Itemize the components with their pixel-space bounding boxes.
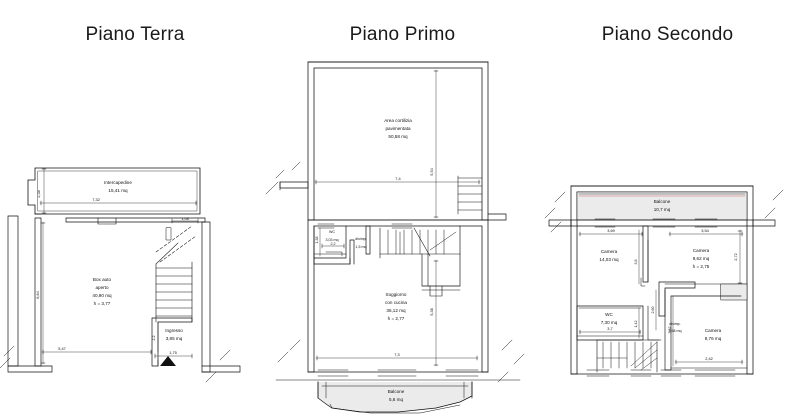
room-label-box-auto-name2: aperto: [95, 285, 108, 290]
room-label-ingresso-name: Ingresso: [165, 328, 183, 333]
room-label-area-cortilizia-name2: pavimentata: [385, 126, 410, 131]
plan-piano-primo: Piano Primo: [270, 0, 535, 420]
dimension-label-22-wc: 2,2: [331, 242, 336, 246]
room-label-intercapedine-name: Intercapedine: [104, 180, 132, 185]
room-label-intercapedine-area: 15,41 mq: [108, 188, 128, 193]
dimension-label-175: 1,75: [169, 350, 177, 355]
dimension-label-272: 2,72: [733, 253, 738, 261]
dimension-label-538: 5,38: [429, 308, 434, 316]
dimension-label-38: 3,8: [634, 260, 638, 265]
room-label-camera-1403-area: 14,03 mq: [599, 257, 619, 262]
room-label-area-cortilizia-name: Area cortilizia: [384, 118, 412, 123]
dimension-label-74: 7,4: [395, 176, 401, 181]
room-label-box-auto-height: h = 3,77: [94, 301, 111, 306]
room-label-camera-962-name: Camera: [693, 248, 710, 253]
dimension-label-238: 2,38: [36, 190, 41, 198]
room-label-camera-962-height: h = 2,75: [693, 264, 710, 269]
plan-drawing-piano-terra: Intercapedine 15,41 mq Box auto aperto 4…: [0, 0, 270, 420]
dimension-label-73: 7,3: [394, 352, 399, 357]
room-label-camera-876-name: Camera: [705, 328, 722, 333]
plan-piano-secondo: Piano Secondo: [535, 0, 800, 420]
dimension-label-664: 6,64: [35, 290, 40, 298]
plan-title-piano-terra: Piano Terra: [85, 24, 185, 45]
room-label-balcone-name: Balcone: [388, 389, 405, 394]
room-label-balcone-secondo-area: 10,7 mq: [654, 207, 671, 212]
room-label-wc-secondo-name: WC: [605, 312, 613, 317]
dimension-label-354: 3,54: [701, 228, 709, 233]
dimension-label-242: 2,42: [705, 356, 713, 361]
room-label-disimp-secondo-area: 2,58 mq: [669, 329, 682, 333]
room-label-soggiorno-name: Soggiorno: [386, 292, 407, 297]
room-label-disimp-area: 1,5 mq: [356, 245, 367, 249]
room-label-box-auto-area: 40,90 mq: [92, 293, 112, 298]
room-label-box-auto-name: Box auto: [93, 277, 112, 282]
dimension-label-108: 1,08: [181, 216, 189, 221]
room-label-balcone-area: 5,6 mq: [389, 397, 403, 402]
room-label-wc-area: 3,03 mq: [326, 238, 339, 242]
plan-drawing-piano-secondo: Balcone 10,7 mq Camera 14,03 mq Camera 9…: [535, 0, 800, 420]
room-label-ingresso-area: 3,85 mq: [166, 336, 183, 341]
dimension-label-362: 3,62: [668, 327, 672, 334]
dimension-label-138: 1,38: [315, 237, 319, 244]
room-label-soggiorno-height: h = 2,77: [388, 316, 405, 321]
room-label-wc-secondo-area: 7,30 mq: [601, 320, 618, 325]
room-label-balcone-secondo-name: Balcone: [654, 199, 671, 204]
dimension-label-547: 5,47: [58, 346, 66, 351]
room-label-camera-1403-name: Camera: [601, 249, 618, 254]
room-label-disimp-secondo-name: disimp.: [669, 322, 680, 326]
room-label-camera-876-area: 8,76 mq: [705, 336, 722, 341]
dimension-label-260: 2,60: [651, 307, 655, 314]
room-label-soggiorno-area: 36,12 mq: [386, 308, 406, 313]
dimension-label-732: 7,32: [92, 197, 100, 202]
room-label-camera-962-area: 9,62 mq: [693, 256, 710, 261]
room-label-soggiorno-name2: con cucina: [385, 300, 407, 305]
room-label-wc-name: WC: [329, 230, 335, 234]
plan-piano-terra: Piano Terra: [0, 0, 270, 420]
plan-drawing-piano-primo: Area cortilizia pavimentata 50,58 mq WC …: [270, 0, 535, 420]
plan-title-piano-primo: Piano Primo: [349, 24, 456, 45]
dimension-label-142: 1,42: [634, 321, 638, 328]
dimension-label-369: 3,69: [607, 228, 615, 233]
room-label-area-cortilizia-area: 50,58 mq: [388, 134, 408, 139]
dimension-label-37: 3,7: [607, 326, 612, 331]
dimension-label-22-ingresso: 2,2: [152, 336, 156, 341]
dimension-label-554: 5,54: [429, 167, 434, 175]
room-label-disimp-name: disimp.: [355, 237, 366, 241]
plan-title-piano-secondo: Piano Secondo: [601, 24, 734, 45]
